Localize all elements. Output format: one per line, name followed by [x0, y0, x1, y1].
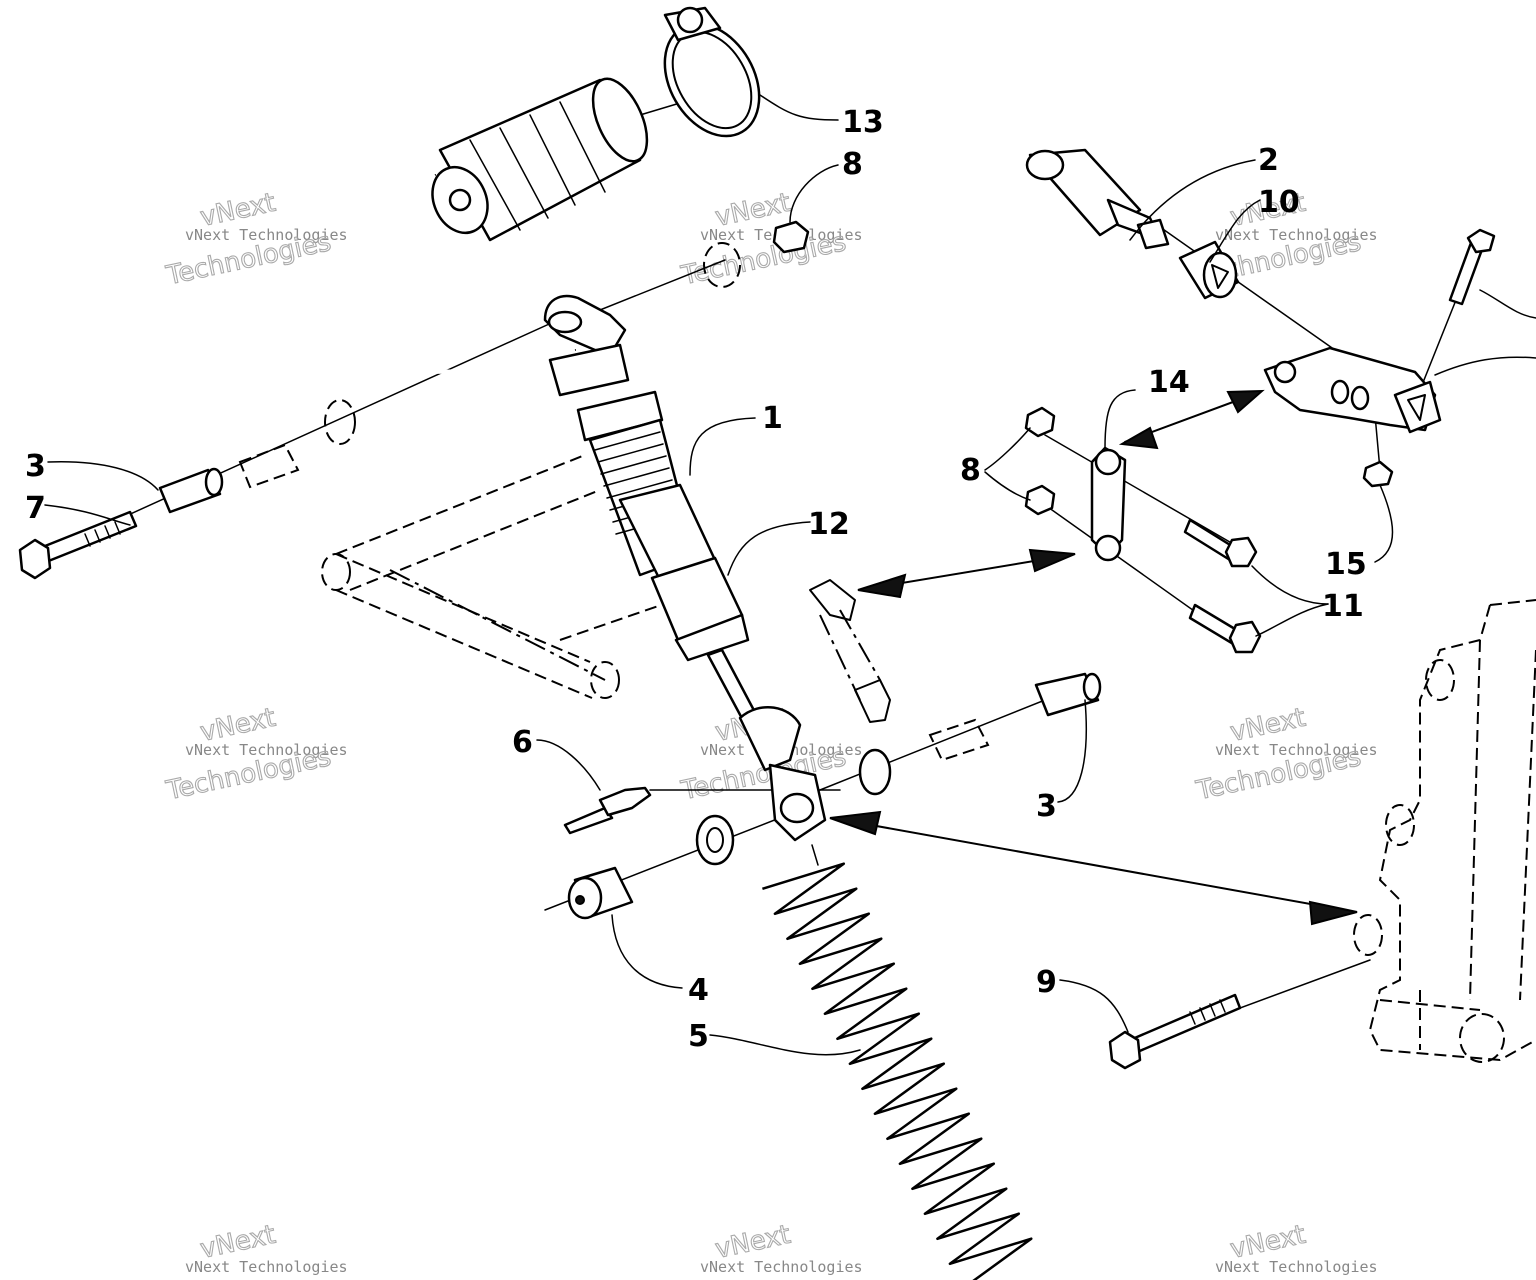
callout-8-upper: 8: [842, 147, 863, 182]
bolts-11: [1183, 518, 1262, 654]
washer-lower: [695, 814, 735, 866]
callout-14: 14: [1148, 365, 1190, 400]
bolt-upper-right: [1448, 228, 1496, 306]
callout-5: 5: [688, 1019, 709, 1054]
bushing-4: [567, 866, 634, 920]
watermark: vNext vNext Technologies: [700, 1219, 863, 1276]
watermark: vNext vNext Technologies Technologies: [163, 702, 348, 807]
callout-2: 2: [1258, 143, 1279, 178]
bolt-7: [18, 510, 138, 580]
callout-7: 7: [25, 491, 46, 526]
bellcrank-arm: [1263, 346, 1442, 434]
callout-6: 6: [512, 725, 533, 760]
nut-8-upper: [703, 220, 810, 288]
svg-text:vNext Technologies: vNext Technologies: [700, 1258, 863, 1276]
svg-text:vNext Technologies: vNext Technologies: [185, 226, 348, 244]
nuts-8: [1024, 406, 1056, 516]
svg-text:vNext Technologies: vNext Technologies: [185, 741, 348, 759]
callout-9: 9: [1036, 965, 1057, 1000]
callout-3-upper: 3: [25, 449, 46, 484]
hose-clamp: [663, 6, 761, 138]
spacer-3-upper: [158, 399, 356, 514]
svg-text:vNext Technologies: vNext Technologies: [185, 1258, 348, 1276]
watermark: vNext vNext Technologies: [1215, 1219, 1378, 1276]
callout-4: 4: [688, 973, 709, 1008]
spacer-3-lower: [858, 672, 1102, 796]
callout-10: 10: [1258, 185, 1300, 220]
svg-text:vNext Technologies: vNext Technologies: [1215, 1258, 1378, 1276]
phantom-link-arm: [809, 579, 891, 723]
link-14: [1090, 446, 1127, 562]
callout-13: 13: [842, 105, 884, 140]
shock-absorber: [543, 294, 827, 842]
watermark: vNext vNext Technologies: [185, 1219, 348, 1276]
torsion-rod-2: [1025, 148, 1170, 250]
watermark: vNext vNext Technologies Technologies: [163, 187, 348, 292]
assembly-arrows: [829, 389, 1358, 926]
callout-labels: 1 2 3 3 4 5 6 7 8 8 9 10 11 12 13 14 15: [25, 105, 1367, 1054]
coil-spring-5: [762, 844, 1033, 1280]
watermark: vNext vNext Technologies Technologies: [678, 187, 863, 292]
callout-11: 11: [1322, 589, 1364, 624]
nut-15: [1362, 460, 1394, 488]
svg-text:vNext Technologies: vNext Technologies: [1215, 226, 1378, 244]
callout-15: 15: [1325, 547, 1367, 582]
bolt-9: [1108, 993, 1242, 1070]
callout-12: 12: [808, 507, 850, 542]
callout-1: 1: [762, 401, 783, 436]
socket-10: [1178, 240, 1240, 300]
pin-6: [563, 786, 652, 835]
callout-3-lower: 3: [1036, 789, 1057, 824]
callout-8-right: 8: [960, 453, 981, 488]
watermark: vNext vNext Technologies Technologies: [1193, 702, 1378, 807]
svg-text:vNext Technologies: vNext Technologies: [1215, 741, 1378, 759]
phantom-spindle: [1353, 599, 1536, 1063]
shock-reservoir: [327, 77, 649, 374]
leader-lines: [44, 94, 1536, 1056]
